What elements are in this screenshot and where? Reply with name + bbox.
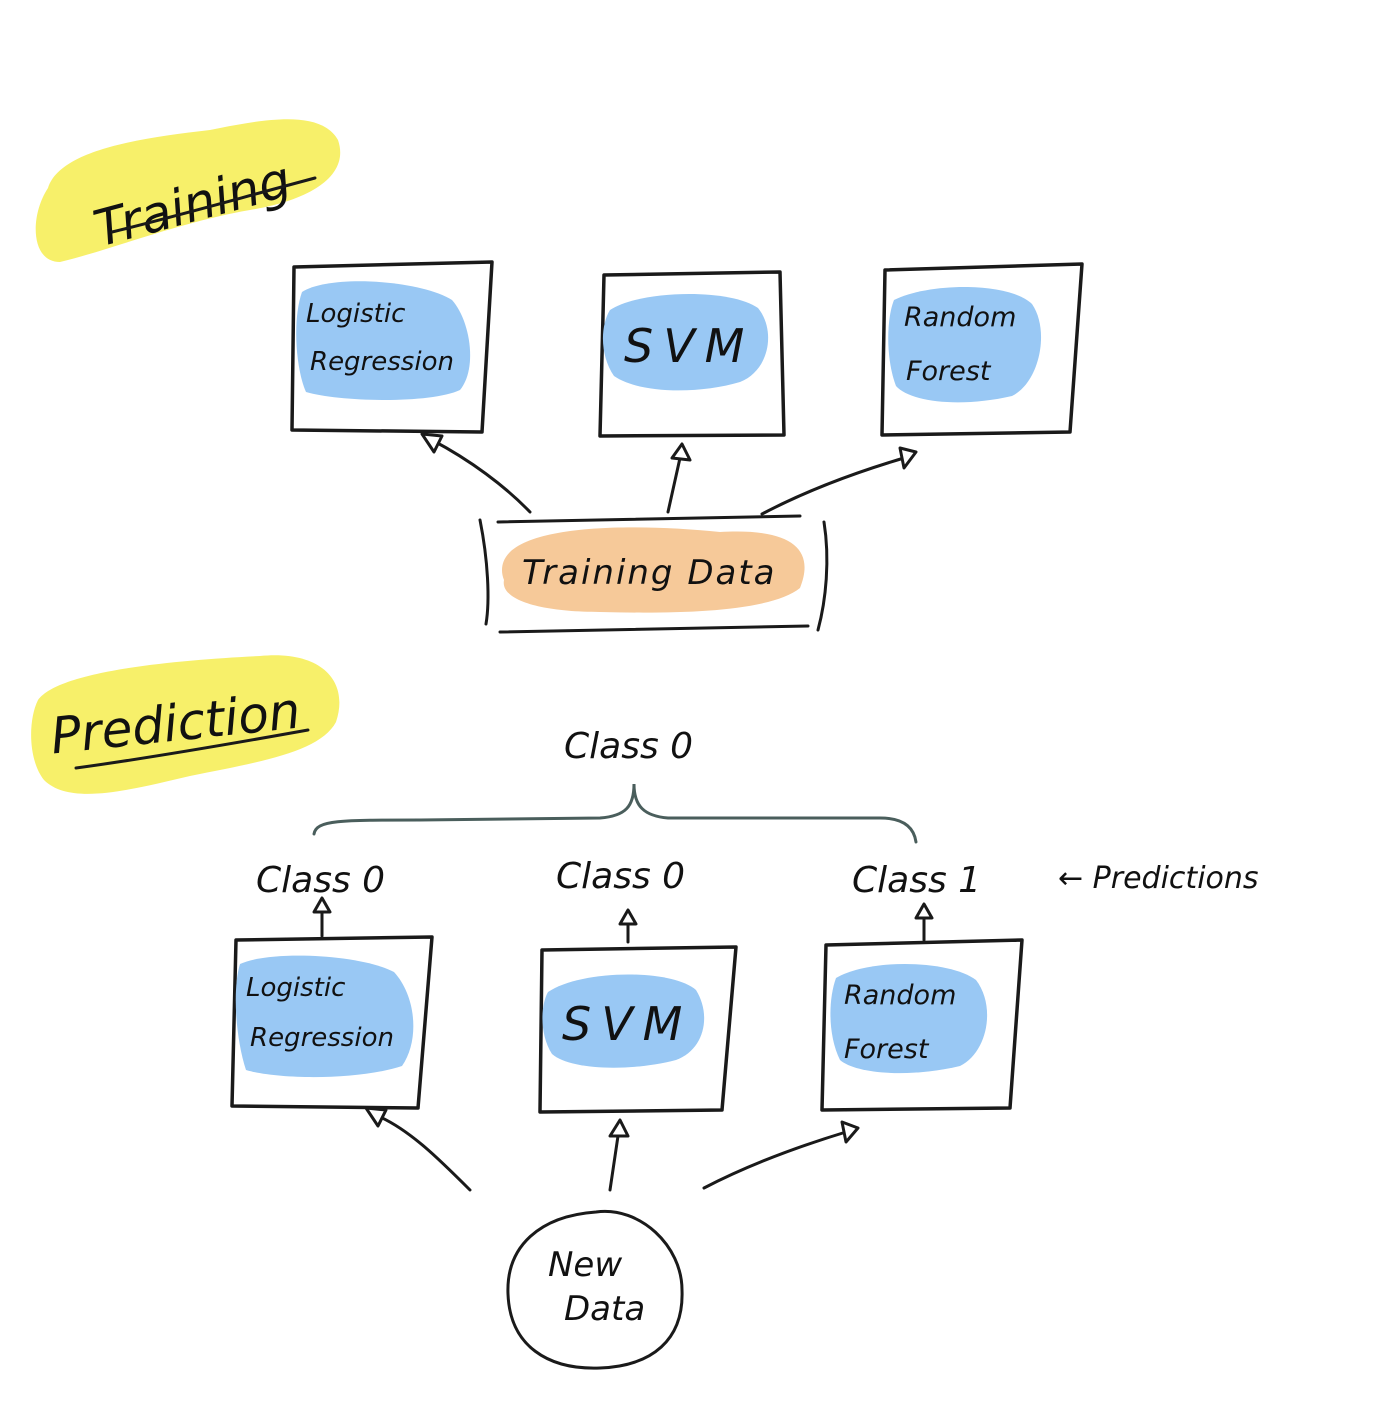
model-label-line1: Random [844, 980, 956, 1011]
arrow-head [312, 896, 332, 914]
prediction-model-box-random-forest: Random Forest [820, 938, 1024, 1112]
model-label-line2: Regression [310, 347, 454, 377]
model-prediction-label: Class 0 [556, 856, 685, 897]
arrow-to-logistic-regression [430, 438, 532, 514]
prediction-model-box-logistic-regression: Logistic Regression [230, 935, 434, 1110]
model-prediction-label: Class 0 [256, 860, 385, 901]
training-model-box-logistic-regression: Logistic Regression [290, 260, 494, 434]
arrow-head [618, 908, 638, 926]
arrow-head [898, 446, 918, 470]
model-blob [830, 963, 988, 1074]
model-label-line1: Logistic [246, 973, 345, 1003]
model-blob [542, 974, 705, 1068]
arrow-to-logistic-regression [376, 1114, 472, 1192]
new-data-node: New Data [506, 1209, 684, 1370]
model-prediction-label: Class 1 [852, 860, 981, 901]
training-data-label: Training Data [522, 553, 777, 593]
model-label-line2: Forest [906, 356, 992, 387]
arrow-head [914, 902, 934, 920]
final-prediction-label: Class 0 [564, 726, 693, 767]
prediction-section: Prediction Class 0 Class 0 Class 0 Class… [31, 655, 1259, 1370]
prediction-heading-highlight [31, 655, 340, 794]
training-heading-highlight [35, 119, 341, 262]
aggregation-brace [312, 783, 918, 844]
arrow-to-svm [666, 456, 682, 514]
model-label-line1: SVM [562, 997, 692, 1051]
arrow-head [420, 432, 444, 454]
arrow-head [670, 442, 692, 462]
training-model-box-svm: SVM [598, 270, 786, 438]
training-data-blob [502, 527, 805, 613]
prediction-model-box-svm: SVM [538, 945, 738, 1114]
training-model-box-random-forest: Random Forest [880, 262, 1084, 437]
training-section: Training Logistic Regression SVM Random … [35, 119, 1084, 634]
arrow-to-svm [608, 1134, 620, 1192]
model-blob [235, 955, 414, 1078]
arrow-head [840, 1120, 860, 1144]
arrow-to-random-forest [702, 1130, 848, 1190]
model-label-line1: Random [904, 302, 1016, 333]
prediction-heading-underline [74, 728, 310, 770]
model-label-line2: Regression [250, 1023, 394, 1053]
model-blob [296, 281, 471, 400]
model-blob [602, 293, 769, 391]
model-label-line1: Logistic [306, 299, 405, 329]
model-label-line2: Forest [844, 1034, 930, 1065]
predictions-note: ← Predictions [1058, 861, 1259, 896]
arrow-to-random-forest [760, 456, 906, 516]
arrow-head [364, 1106, 388, 1128]
arrow-head [608, 1118, 630, 1138]
model-blob [888, 286, 1042, 403]
training-data-box: Training Data [478, 514, 829, 634]
new-data-label-line2: Data [564, 1289, 645, 1329]
new-data-label-line1: New [548, 1245, 622, 1285]
model-label-line1: SVM [624, 319, 754, 373]
training-heading-underline [110, 176, 317, 234]
